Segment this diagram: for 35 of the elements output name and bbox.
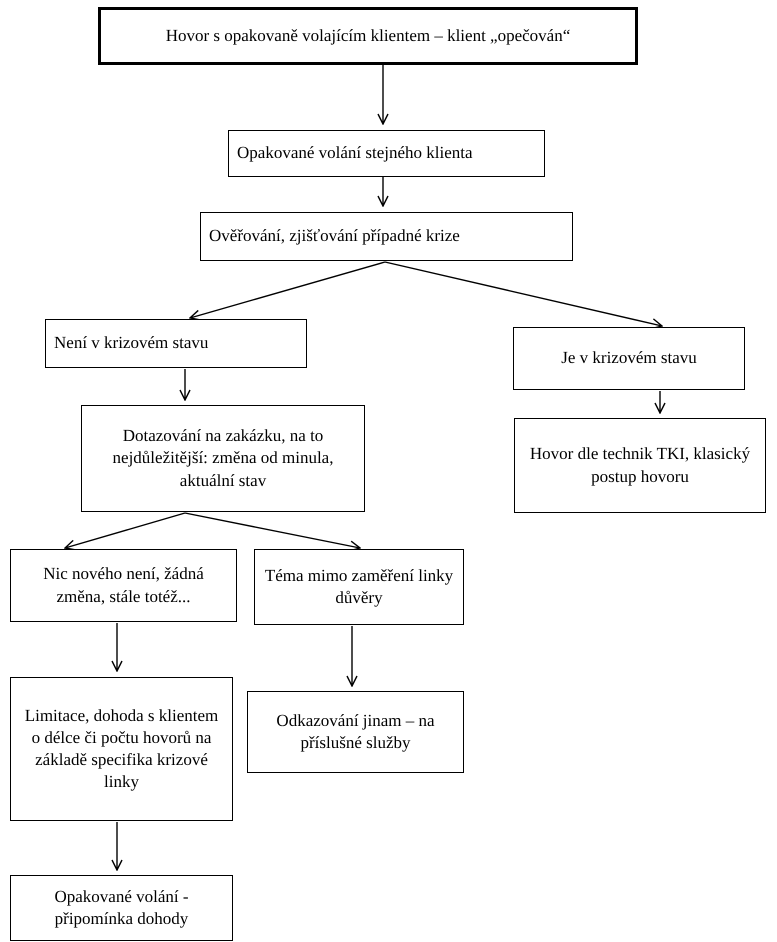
box-text: Téma mimo zaměření linky důvěry [264,564,454,609]
arrow [64,512,186,551]
process-box [45,319,307,368]
arrow [377,65,389,125]
arrow [184,512,361,552]
process-box [10,875,233,941]
arrow [111,623,123,672]
process-box [200,212,573,261]
process-box [10,549,237,622]
process-box [513,327,745,390]
arrow [384,261,663,330]
box-text: Není v krizovém stavu [54,332,208,354]
arrow [654,391,666,414]
process-box [228,130,545,177]
box-text: Hovor s opakovaně volajícím klientem – klient „opečován“ [166,24,570,47]
arrow [189,261,386,321]
arrow [111,822,123,871]
box-text: Opakované volání stejného klienta [237,142,473,164]
process-box [10,677,233,821]
box-text: Hovor dle technik TKI, klasický postup hovoru [528,443,752,488]
box-text: Ověřování, zjišťování případné krize [209,225,460,248]
process-box [81,405,365,512]
arrow [179,369,191,401]
box-text: Dotazování na zakázku, na to nejdůležitější: změna od minula, aktuální stav [112,425,334,492]
process-box [514,418,766,513]
start-box [98,7,638,65]
process-box [254,549,464,625]
box-text: Odkazování jinam – na příslušné služby [275,710,436,754]
box-text: Opakované volání - připomínka dohody [53,886,190,930]
arrow [377,177,389,207]
process-box [247,691,464,773]
box-text: Je v krizovém stavu [561,347,697,370]
box-text: Limitace, dohoda s klientem o délce či počtu hovorů na základě specifika krizové linky [24,704,220,794]
box-text: Nic nového není, žádná změna, stále totéž... [42,563,205,608]
arrow [346,626,358,687]
